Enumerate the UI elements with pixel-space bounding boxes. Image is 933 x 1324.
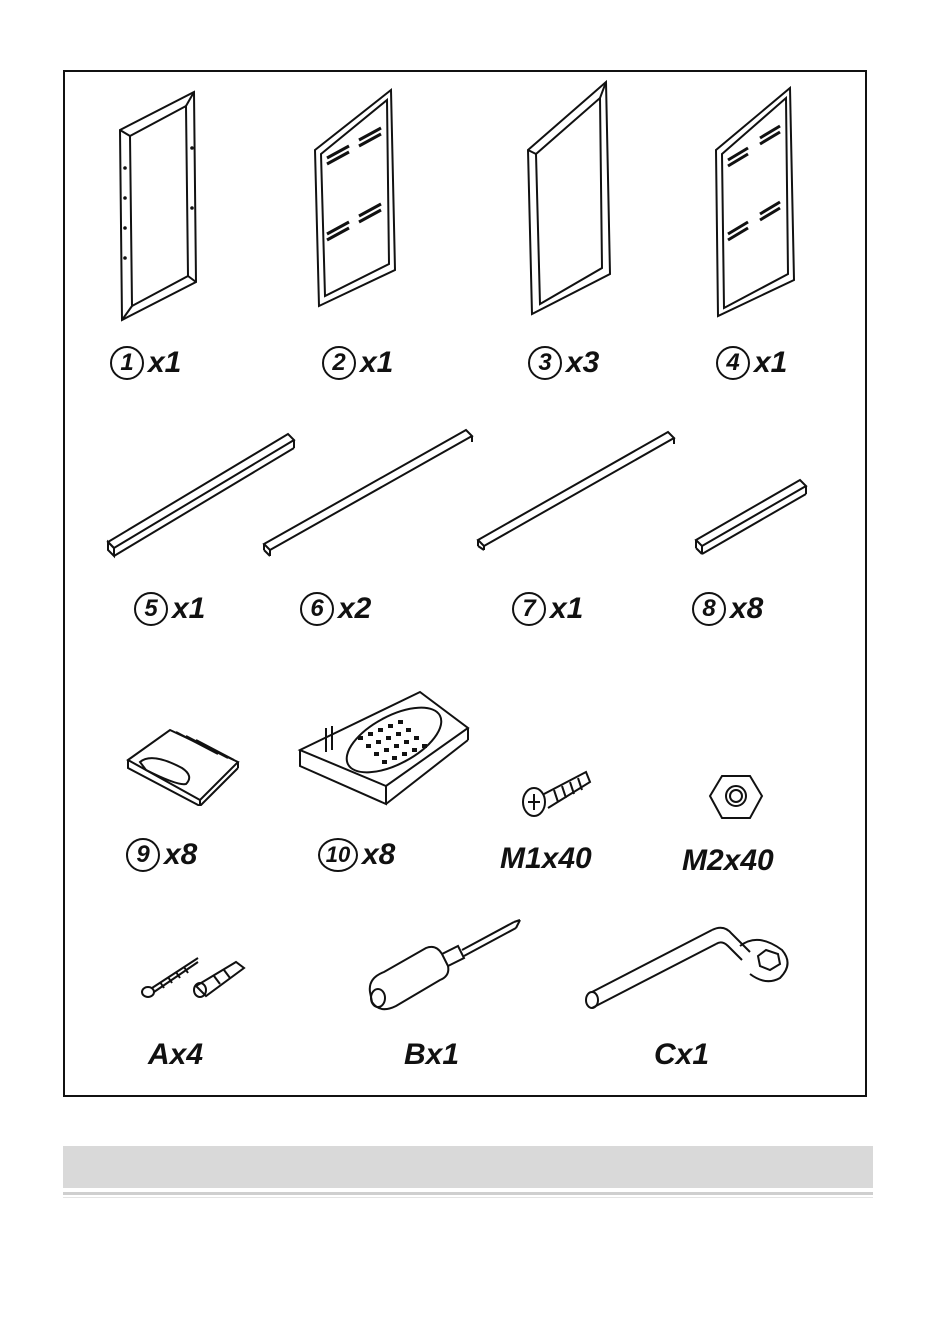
m1-label: M1x40 bbox=[500, 842, 592, 876]
c-label: Cx1 bbox=[654, 1038, 709, 1072]
part-9-number: 9 bbox=[126, 838, 160, 872]
part-8-bracket-drawing bbox=[692, 476, 810, 560]
part-2-panel-drawing bbox=[305, 84, 405, 312]
a-label: Ax4 bbox=[148, 1038, 203, 1072]
part-2-number: 2 bbox=[322, 346, 356, 380]
part-8-label: 8 x8 bbox=[692, 592, 763, 626]
part-6-label: 6 x2 bbox=[300, 592, 371, 626]
m1-bolt-drawing bbox=[518, 764, 594, 820]
part-6-quantity: x2 bbox=[338, 592, 371, 626]
c-text: Cx1 bbox=[654, 1038, 709, 1072]
section-divider bbox=[63, 1192, 873, 1195]
m2-label: M2x40 bbox=[682, 844, 774, 878]
part-1-quantity: x1 bbox=[148, 346, 181, 380]
part-8-quantity: x8 bbox=[730, 592, 763, 626]
part-6-rail-drawing bbox=[260, 428, 476, 558]
section-divider-thin bbox=[63, 1197, 873, 1198]
part-2-label: 2 x1 bbox=[322, 346, 393, 380]
m1-text: M1x40 bbox=[500, 842, 592, 876]
part-3-label: 3 x3 bbox=[528, 346, 599, 380]
part-1-panel-drawing bbox=[108, 88, 208, 328]
part-3-number: 3 bbox=[528, 346, 562, 380]
part-5-quantity: x1 bbox=[172, 592, 205, 626]
part-3-quantity: x3 bbox=[566, 346, 599, 380]
b-label: Bx1 bbox=[404, 1038, 459, 1072]
part-5-label: 5 x1 bbox=[134, 592, 205, 626]
part-7-label: 7 x1 bbox=[512, 592, 583, 626]
part-4-quantity: x1 bbox=[754, 346, 787, 380]
part-4-label: 4 x1 bbox=[716, 346, 787, 380]
part-3-panel-drawing bbox=[520, 78, 620, 322]
part-4-number: 4 bbox=[716, 346, 750, 380]
c-socket-wrench-drawing bbox=[582, 920, 796, 1012]
m2-nut-drawing bbox=[708, 772, 764, 822]
part-1-number: 1 bbox=[110, 346, 144, 380]
part-10-quantity: x8 bbox=[362, 838, 395, 872]
part-10-tray-drawing bbox=[296, 688, 474, 810]
part-6-number: 6 bbox=[300, 592, 334, 626]
part-5-number: 5 bbox=[134, 592, 168, 626]
part-2-quantity: x1 bbox=[360, 346, 393, 380]
part-7-number: 7 bbox=[512, 592, 546, 626]
part-9-foot-drawing bbox=[122, 722, 246, 806]
b-screwdriver-drawing bbox=[366, 914, 522, 1018]
part-9-quantity: x8 bbox=[164, 838, 197, 872]
part-4-panel-drawing bbox=[710, 84, 800, 320]
m2-text: M2x40 bbox=[682, 844, 774, 878]
part-1-label: 1 x1 bbox=[110, 346, 181, 380]
part-8-number: 8 bbox=[692, 592, 726, 626]
part-10-number: 10 bbox=[318, 838, 358, 872]
a-text: Ax4 bbox=[148, 1038, 203, 1072]
part-9-label: 9 x8 bbox=[126, 838, 197, 872]
section-header-bar bbox=[63, 1146, 873, 1188]
part-7-quantity: x1 bbox=[550, 592, 583, 626]
part-10-label: 10 x8 bbox=[318, 838, 395, 872]
a-screw-anchor-drawing bbox=[138, 952, 250, 1002]
part-7-rail-drawing bbox=[474, 428, 678, 552]
b-text: Bx1 bbox=[404, 1038, 459, 1072]
